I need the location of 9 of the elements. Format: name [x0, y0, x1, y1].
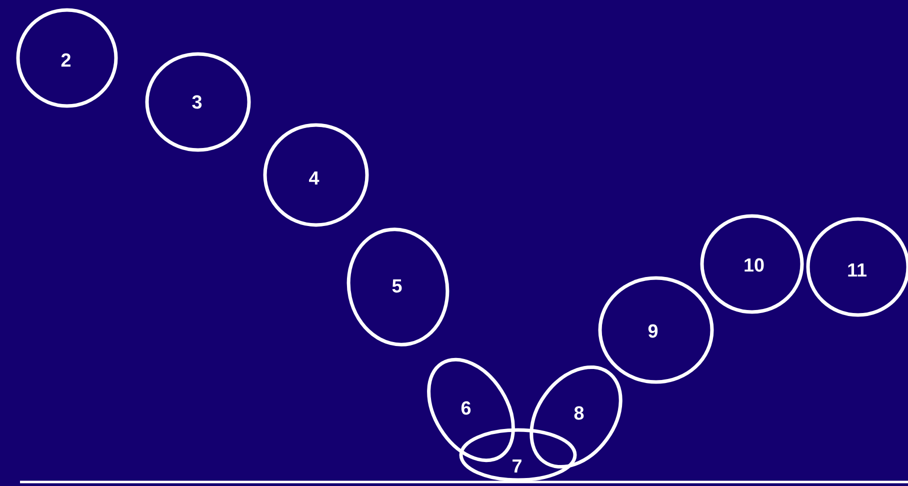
- ball-outline: 10: [700, 214, 804, 314]
- ball-outline: 7: [459, 428, 577, 482]
- ball-outline: 9: [598, 276, 714, 384]
- ball-outline: 3: [145, 52, 251, 152]
- ball-outline: 8: [530, 366, 622, 468]
- ball-outline: 2: [16, 8, 118, 108]
- ball-outline: 5: [346, 228, 450, 346]
- ball-outline: 4: [263, 123, 369, 227]
- ball-outline: 11: [806, 217, 908, 317]
